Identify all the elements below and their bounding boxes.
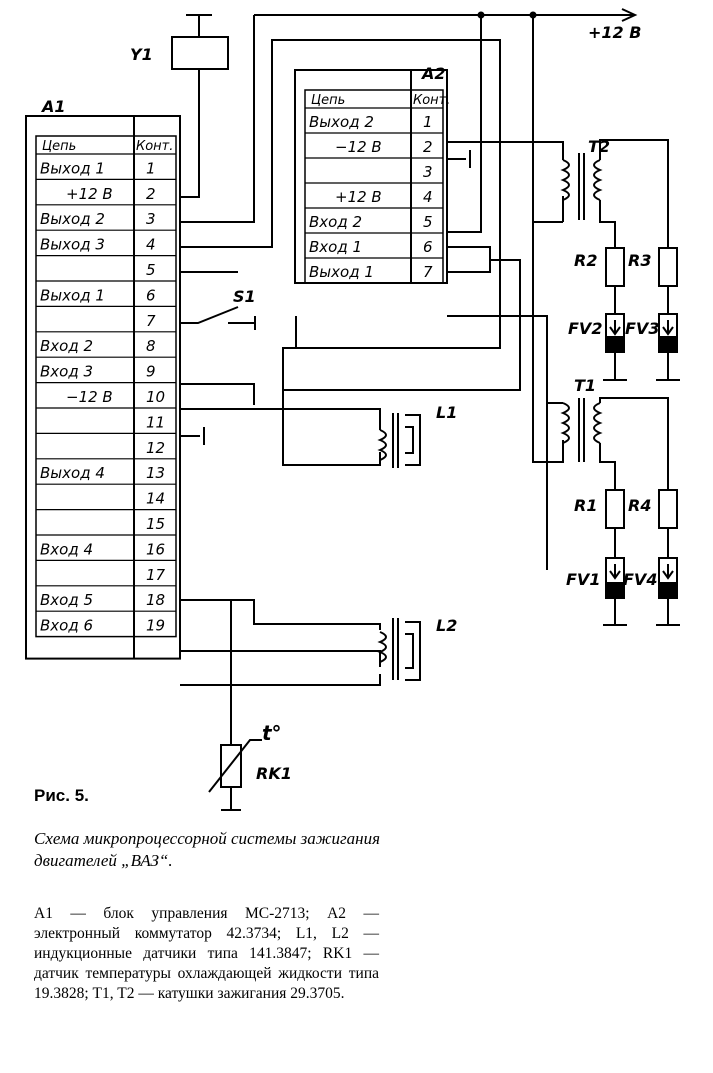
a2-row-circuit: −12 В (335, 138, 382, 156)
supply-label: +12 В (588, 23, 641, 42)
a1-header-circuit: Цепь (42, 139, 76, 154)
a1-label: A1 (40, 97, 66, 116)
temperature-label: t° (262, 721, 282, 745)
a1-row-contact: 10 (146, 388, 165, 406)
a1-row-circuit: Выход 1 (40, 159, 105, 177)
a1-table (35, 135, 177, 638)
a2-row-circuit: Вход 2 (309, 213, 362, 231)
r3-label: R3 (628, 251, 651, 270)
a1-row-circuit: Выход 1 (40, 286, 105, 304)
a1-row-contact: 1 (146, 159, 156, 177)
r1-label: R1 (574, 496, 597, 515)
fv3-label: FV3 (625, 319, 659, 338)
a1-row-contact: 17 (146, 566, 166, 584)
r4-label: R4 (628, 496, 651, 515)
a2-label: A2 (420, 64, 446, 83)
y1-label: Y1 (130, 45, 153, 64)
a1-row-contact: 9 (146, 363, 156, 381)
r4-resistor (658, 489, 678, 529)
a2-row-contact: 6 (423, 238, 433, 256)
a1-row-contact: 5 (146, 261, 156, 279)
a1-row-contact: 3 (146, 210, 156, 228)
a1-row-contact: 8 (146, 337, 156, 355)
figure-title: Схема микропроцессорной системы зажигани… (34, 829, 381, 870)
a2-row-contact: 4 (423, 188, 433, 206)
fv2-spark-plug (603, 286, 627, 381)
wiring (171, 8, 680, 811)
a2-row-contact: 2 (423, 138, 433, 156)
fv4-label: FV4 (623, 570, 657, 589)
l2-sensor-coil (377, 631, 387, 663)
a2-header-contact: Конт. (413, 93, 450, 108)
a2-row-contact: 3 (423, 163, 433, 181)
a1-row-contact: 4 (146, 236, 156, 254)
a2-row-circuit: Вход 1 (309, 238, 362, 256)
a1-row-contact: 7 (146, 312, 156, 330)
r1-resistor (605, 489, 625, 529)
a2-row-circuit: Выход 1 (309, 263, 374, 281)
a1-row-circuit: Выход 3 (40, 236, 105, 254)
a1-row-circuit: Вход 6 (40, 617, 93, 635)
supply-arrow (254, 8, 638, 22)
a1-row-circuit: Вход 2 (40, 337, 93, 355)
a2-header-circuit: Цепь (311, 93, 345, 108)
l1-sensor-coil (377, 429, 387, 461)
s1-label: S1 (233, 287, 256, 306)
t1-coil-secondary (593, 402, 603, 444)
t2-coil-primary (560, 159, 570, 201)
a1-row-contact: 12 (146, 439, 165, 457)
a1-row-circuit: +12 В (66, 185, 113, 203)
fv1-spark-plug (603, 528, 627, 626)
t1-coil-primary (560, 402, 570, 444)
a1-row-contact: 2 (146, 185, 156, 203)
a2-row-contact: 5 (423, 213, 433, 231)
a2-table (304, 89, 444, 284)
t1-label: T1 (574, 376, 596, 395)
a1-row-contact: 15 (146, 515, 165, 533)
fv1-label: FV1 (566, 570, 600, 589)
a1-block-outline (25, 115, 181, 660)
a1-row-circuit: Выход 4 (40, 464, 105, 482)
a1-row-contact: 16 (146, 540, 165, 558)
r2-resistor (605, 247, 625, 287)
fv3-spark-plug (656, 286, 680, 381)
a1-row-circuit: Вход 4 (40, 540, 93, 558)
a2-row-contact: 7 (423, 263, 433, 281)
rk1-thermistor (220, 744, 242, 788)
a2-row-circuit: +12 В (335, 188, 382, 206)
fv4-spark-plug (656, 528, 680, 626)
a1-row-contact: 19 (146, 617, 165, 635)
t2-label: T2 (588, 137, 610, 156)
a1-row-circuit: Вход 3 (40, 363, 93, 381)
l2-label: L2 (436, 616, 457, 635)
a1-row-contact: 11 (146, 413, 165, 431)
figure-number: Рис. 5. (34, 786, 89, 805)
r2-label: R2 (574, 251, 597, 270)
a2-row-circuit: Выход 2 (309, 113, 374, 131)
figure-legend: A1 — блок управления МС-2713; A2 — элект… (34, 905, 379, 1002)
a1-row-contact: 18 (146, 591, 165, 609)
l1-label: L1 (436, 403, 457, 422)
fv2-label: FV2 (568, 319, 602, 338)
y1-relay-coil (171, 36, 229, 70)
a1-row-contact: 6 (146, 286, 156, 304)
t2-coil-secondary (593, 159, 603, 201)
a1-row-circuit: Вход 5 (40, 591, 93, 609)
a1-row-contact: 13 (146, 464, 165, 482)
a1-row-circuit: −12 В (66, 388, 113, 406)
a2-row-contact: 1 (423, 113, 433, 131)
a1-header-contact: Конт. (136, 139, 173, 154)
a1-row-circuit: Выход 2 (40, 210, 105, 228)
rk1-label: RK1 (256, 764, 292, 783)
r3-resistor (658, 247, 678, 287)
s1-switch (180, 306, 256, 330)
a1-row-contact: 14 (146, 490, 165, 508)
component-labels: +12 В Y1 S1 L1 L2 T2 T1 R2 R3 R1 R4 FV2 … (130, 23, 659, 783)
